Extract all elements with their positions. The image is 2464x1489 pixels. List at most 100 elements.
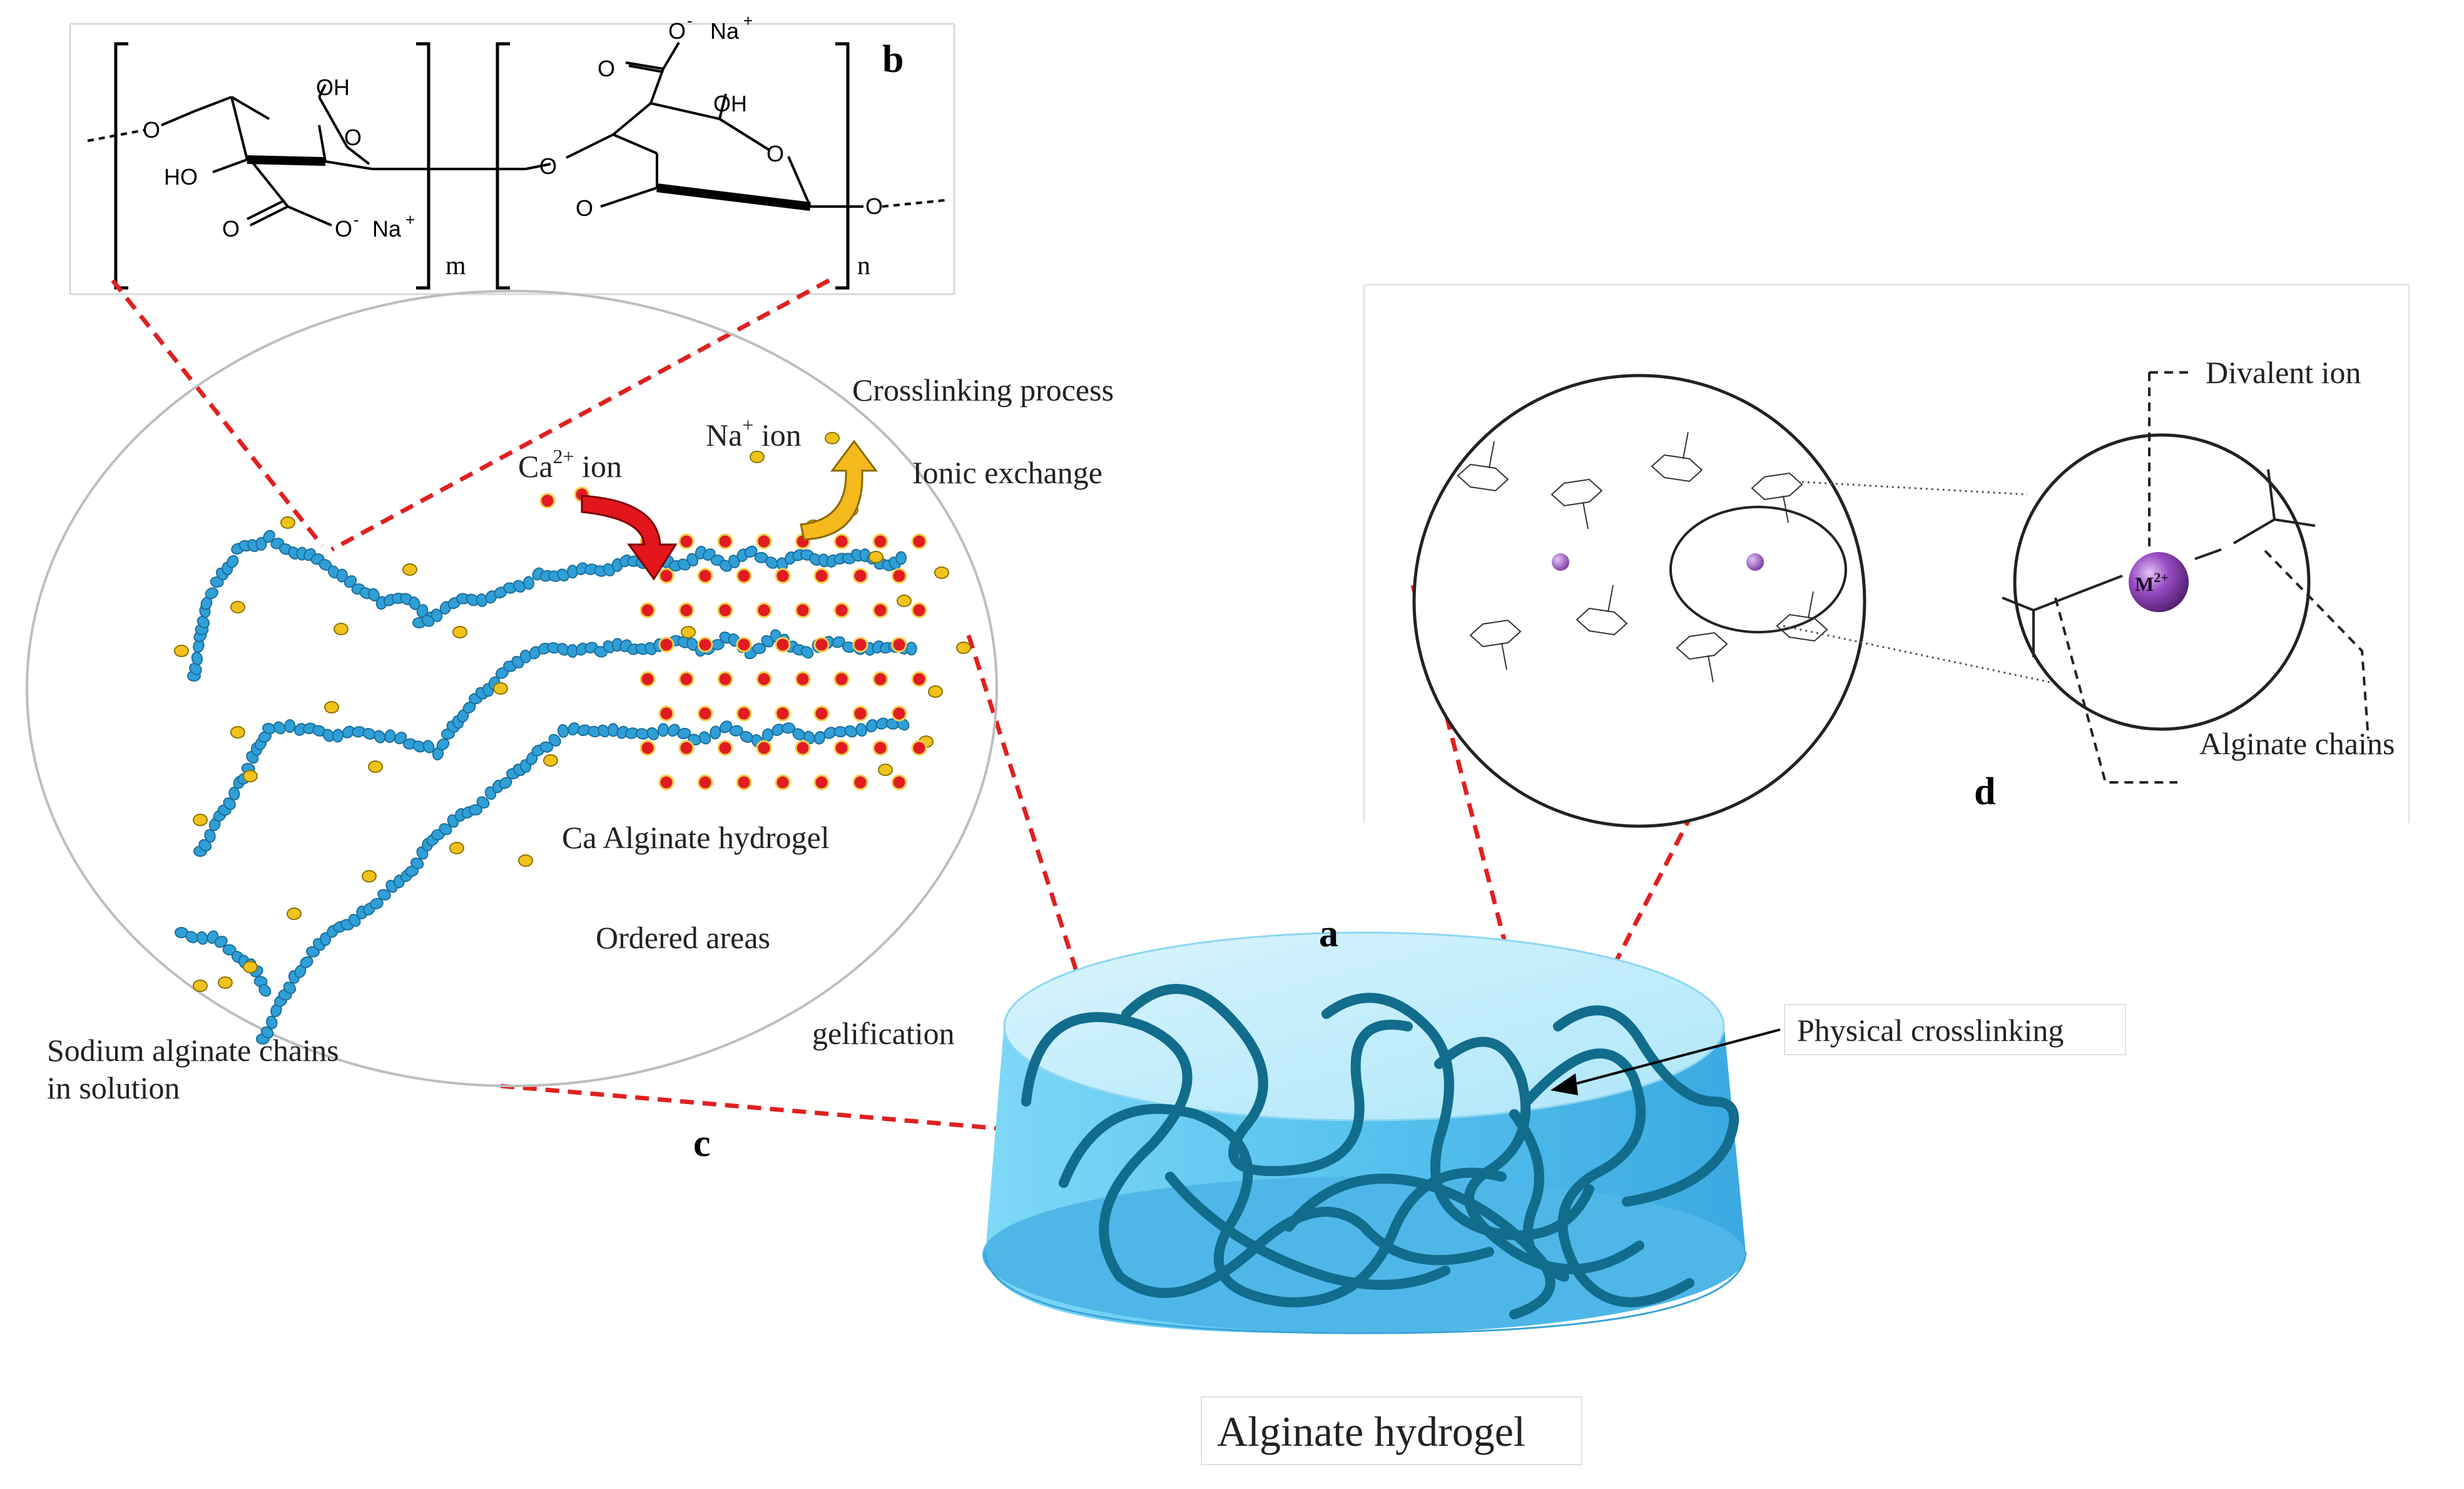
carboxylate-o-minus-2: O <box>668 18 686 44</box>
na-ion-dot <box>193 980 208 992</box>
ring-substituent <box>1683 431 1689 459</box>
panel-letters: a b c d <box>693 38 1995 1165</box>
chain-bead <box>436 738 450 751</box>
ca-ion-dot <box>891 568 907 584</box>
ca-ion-dot <box>736 774 752 791</box>
ring-substituent <box>1607 585 1614 613</box>
plus-charge-1: + <box>405 210 415 229</box>
ca-ion-dot <box>795 740 811 756</box>
chain-bead <box>744 545 758 558</box>
sodium-1: Na <box>372 216 402 242</box>
ca-ion-dot <box>658 568 675 584</box>
chain-bead <box>196 616 210 628</box>
ca-ion-dot <box>891 774 907 791</box>
ca-ion-dot <box>891 705 907 722</box>
chain-bead <box>729 725 743 737</box>
bracket-left-2 <box>496 42 510 290</box>
ca-ion-dot <box>756 602 772 618</box>
na-ion-dot <box>324 701 339 714</box>
hydroxyl-ho: HO <box>164 164 198 190</box>
na-ion-dot <box>402 563 417 576</box>
carboxyl-o-1: O <box>222 216 240 242</box>
ca-ion-dot <box>833 602 850 618</box>
chain-bead <box>322 729 335 742</box>
chain-bead <box>466 593 479 606</box>
ca-ion-dot <box>678 602 695 618</box>
ca-ion-dot <box>697 568 713 584</box>
na-ion-dot <box>449 842 464 854</box>
ca-ion-dot <box>639 740 656 756</box>
chain-bead <box>405 865 419 877</box>
chain-bead <box>576 642 588 656</box>
ring-oxygen-3: O <box>539 153 557 179</box>
chain-bead <box>539 741 554 753</box>
carboxylate-o-minus-1: O <box>335 216 352 242</box>
chain-bead <box>416 604 429 618</box>
ca-ion-dot <box>717 671 733 687</box>
ca-ion-dot <box>697 774 713 791</box>
na-ion-dot <box>750 451 765 463</box>
ca-ion-dot <box>795 602 811 618</box>
sugar-ring <box>1469 619 1522 648</box>
ca-ion-dot <box>697 637 713 653</box>
chain-bead <box>191 652 203 665</box>
panel-letter-a: a <box>1319 913 1338 955</box>
panel-a-hydrogel <box>982 931 1747 1334</box>
bracket-right-1 <box>416 42 430 290</box>
ring-oxygen-2: O <box>344 125 362 150</box>
chain-bead <box>258 730 272 743</box>
na-ion-dot <box>287 908 302 920</box>
chain-bead <box>800 646 814 659</box>
chain-bead <box>368 588 380 602</box>
panel-d-egg-box <box>1363 284 2410 828</box>
ca-ion-dot <box>833 671 850 687</box>
ca-ion-dot <box>775 568 791 584</box>
na-ion-dot <box>543 754 558 767</box>
ca-ion-dot <box>852 568 868 584</box>
chain-bead <box>384 729 396 744</box>
ca-ion-dot <box>813 774 830 791</box>
na-ion-dot <box>868 551 883 563</box>
panel-letter-c: c <box>693 1122 711 1165</box>
subscript-m: m <box>445 252 466 280</box>
bracket-left-1 <box>114 42 128 290</box>
ca-ion-dot <box>872 671 888 687</box>
labels: Crosslinking process Ionic exchange Ca2+… <box>47 355 2395 1455</box>
ca-ion-dot <box>717 740 733 756</box>
chain-bead <box>905 642 917 656</box>
chain-bead <box>529 646 541 660</box>
chain-bead <box>228 786 240 801</box>
minus-charge-2: - <box>687 11 693 30</box>
sodium-alginate-chains <box>175 530 917 1045</box>
small-divalent-ion-2 <box>1746 553 1764 571</box>
ca-ion-dot <box>911 740 927 756</box>
na-ion-dot <box>897 595 912 607</box>
chain-bead <box>499 777 512 789</box>
na-ion-dot <box>681 626 696 638</box>
chain-bead <box>485 590 497 604</box>
chain-bead <box>781 722 795 734</box>
small-divalent-ion-1 <box>1552 553 1569 571</box>
ca-ion-dot <box>658 774 675 791</box>
chain-bead <box>557 643 569 656</box>
chain-bead <box>263 530 275 543</box>
chain-bead <box>803 730 815 745</box>
ring-oxygen-1: O <box>143 117 160 143</box>
ca-ion-dot <box>717 602 733 618</box>
chain-bead <box>594 646 608 658</box>
panel-letter-b: b <box>882 38 904 81</box>
chain-bead <box>513 580 526 593</box>
chain-bead <box>548 734 561 747</box>
chain-bead <box>657 723 669 737</box>
chain-bead <box>283 981 297 995</box>
chain-bead <box>258 984 272 997</box>
na-ion-dot <box>493 682 508 695</box>
egg-box-chains <box>1457 431 1828 683</box>
chain-bead <box>185 931 199 943</box>
chain-bead <box>865 719 878 733</box>
chain-bead <box>752 643 766 655</box>
chain-bead <box>832 636 845 648</box>
na-ion-dot <box>218 976 233 989</box>
hydroxyl-2: OH <box>713 91 747 116</box>
label-gelification: gelification <box>812 1016 955 1051</box>
